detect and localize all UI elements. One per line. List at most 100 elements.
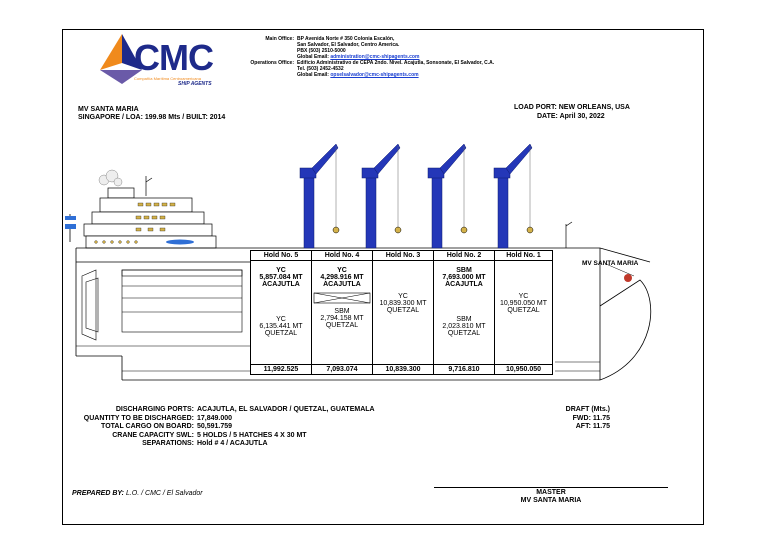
hold-3-cell: YC 10,839.300 MT QUETZAL bbox=[372, 260, 434, 365]
cargo-grade: SBM bbox=[456, 316, 472, 323]
hold-2-cell: SBM 7,693.000 MT ACAJUTLA SBM 2,023.810 … bbox=[433, 260, 495, 365]
date-label: DATE: bbox=[537, 113, 558, 120]
holds-header-row: Hold No. 5 Hold No. 4 Hold No. 3 Hold No… bbox=[250, 250, 553, 261]
cargo-grade: YC bbox=[337, 267, 347, 274]
cargo-grade: YC bbox=[276, 267, 286, 274]
hold-header: Hold No. 3 bbox=[372, 250, 434, 261]
draft-fwd-value: 11.75 bbox=[592, 414, 610, 422]
cargo-qty: 7,693.000 MT bbox=[442, 274, 486, 281]
cargo-port: ACAJUTLA bbox=[262, 281, 300, 288]
hold-total: 10,950.050 bbox=[494, 364, 553, 375]
logo-subtitle: Compañía Marítima Centroamericana bbox=[134, 76, 201, 81]
summary-row: TOTAL CARGO ON BOARD:50,591.759 bbox=[62, 423, 482, 432]
date-value: April 30, 2022 bbox=[559, 113, 605, 120]
hold-total: 7,093.074 bbox=[311, 364, 373, 375]
draft-fwd-label: FWD: bbox=[572, 414, 591, 422]
date-line: DATE: April 30, 2022 bbox=[537, 113, 605, 120]
summary-label: CRANE CAPACITY SWL: bbox=[112, 431, 194, 439]
operations-office-line: Edificio Administrativo de CEPA 2ndo. Ni… bbox=[297, 60, 495, 66]
summary-row: QUANTITY TO BE DISCHARGED:17,849.000 bbox=[62, 415, 482, 424]
hold-header: Hold No. 4 bbox=[311, 250, 373, 261]
hold-header: Hold No. 5 bbox=[250, 250, 312, 261]
separation-icon bbox=[313, 292, 371, 304]
cargo-port: QUETZAL bbox=[264, 330, 298, 337]
draft-aft-value: 11.75 bbox=[592, 423, 610, 430]
cargo-port: QUETZAL bbox=[507, 307, 540, 314]
cargo-qty: 2,023.810 MT bbox=[442, 323, 486, 330]
load-port-value: NEW ORLEANS, USA bbox=[558, 104, 630, 111]
cargo-qty: 4,298.916 MT bbox=[320, 274, 364, 281]
hold-1-cell: YC 10,950.050 MT QUETZAL bbox=[494, 260, 553, 365]
cargo-port: QUETZAL bbox=[386, 307, 420, 314]
holds-table: Hold No. 5 Hold No. 4 Hold No. 3 Hold No… bbox=[250, 250, 553, 375]
cargo-qty: 5,857.084 MT bbox=[259, 274, 303, 281]
cargo-port: QUETZAL bbox=[447, 330, 481, 337]
holds-cargo-row: YC 5,857.084 MT ACAJUTLA YC 6,135.441 MT… bbox=[250, 260, 553, 365]
summary-label: TOTAL CARGO ON BOARD: bbox=[101, 423, 194, 430]
operations-office-line: Tel. (503) 2452-4532 bbox=[297, 66, 344, 72]
cargo-grade: YC bbox=[398, 293, 408, 300]
hold-4-cell: YC 4,298.916 MT ACAJUTLA SBM 2,794.158 M… bbox=[311, 260, 373, 365]
summary-row: DISCHARGING PORTS:ACAJUTLA, EL SALVADOR … bbox=[62, 406, 482, 415]
cargo-grade: YC bbox=[276, 316, 286, 323]
company-logo: CMC Compañía Marítima Centroamericana SH… bbox=[94, 32, 224, 90]
vessel-name: MV SANTA MARIA bbox=[78, 106, 139, 113]
cranes bbox=[299, 143, 534, 249]
crane-icon bbox=[493, 143, 534, 249]
cargo-port: QUETZAL bbox=[325, 322, 359, 329]
hold-5-cell: YC 5,857.084 MT ACAJUTLA YC 6,135.441 MT… bbox=[250, 260, 312, 365]
cargo-port: ACAJUTLA bbox=[323, 281, 361, 288]
hold-header: Hold No. 1 bbox=[494, 250, 553, 261]
operations-office-email-link[interactable]: opselsalvador@cmc-shipagents.com bbox=[330, 72, 419, 78]
prepared-by-value: L.O. / CMC / El Salvador bbox=[125, 490, 203, 497]
operations-office-label: Operations Office: bbox=[250, 60, 294, 66]
load-port-line: LOAD PORT: NEW ORLEANS, USA bbox=[514, 104, 630, 111]
prepared-by: PREPARED BY: L.O. / CMC / El Salvador bbox=[72, 490, 203, 497]
crane-icon bbox=[299, 143, 340, 249]
cargo-grade: SBM bbox=[334, 308, 350, 315]
main-office-line: San Salvador, El Salvador, Centro Americ… bbox=[297, 42, 400, 48]
cargo-qty: 10,839.300 MT bbox=[379, 300, 427, 307]
summary-label: DISCHARGING PORTS: bbox=[115, 406, 194, 413]
summary-value: ACAJUTLA, EL SALVADOR / QUETZAL, GUATEMA… bbox=[197, 406, 375, 413]
signature-line bbox=[434, 487, 668, 488]
master-label: MASTER bbox=[536, 489, 566, 496]
load-port-label: LOAD PORT: bbox=[514, 104, 557, 111]
main-office-label: Main Office: bbox=[265, 36, 294, 42]
draft-block: DRAFT (Mts.) FWD: 11.75 AFT: 11.75 bbox=[520, 406, 610, 432]
cargo-port: ACAJUTLA bbox=[445, 281, 483, 288]
hold-header: Hold No. 2 bbox=[433, 250, 495, 261]
page-frame bbox=[62, 29, 704, 525]
summary-label: SEPARATIONS: bbox=[142, 440, 194, 447]
summary-row: CRANE CAPACITY SWL:5 HOLDS / 5 HATCHES 4… bbox=[62, 432, 482, 441]
summary-value: 5 HOLDS / 5 HATCHES 4 X 30 MT bbox=[197, 431, 307, 439]
cargo-qty: 6,135.441 MT bbox=[259, 323, 303, 330]
hold-total: 10,839.300 bbox=[372, 364, 434, 375]
cargo-qty: 10,950.050 MT bbox=[499, 300, 548, 307]
master-vessel: MV SANTA MARIA bbox=[520, 497, 582, 504]
summary-label: QUANTITY TO BE DISCHARGED: bbox=[83, 414, 194, 422]
hold-total: 9,716.810 bbox=[433, 364, 495, 375]
main-office-line: Global Email: bbox=[297, 54, 331, 60]
operations-office-line: Global Email: bbox=[297, 72, 331, 78]
summary-value: Hold # 4 / ACAJUTLA bbox=[197, 440, 268, 447]
office-block: Main Office:BP Avenida Norte # 350 Colon… bbox=[228, 36, 548, 78]
summary-value: 17,849.000 bbox=[197, 414, 233, 422]
hold-total: 11,992.525 bbox=[250, 364, 312, 375]
holds-totals-row: 11,992.525 7,093.074 10,839.300 9,716.81… bbox=[250, 364, 553, 375]
summary-row: SEPARATIONS:Hold # 4 / ACAJUTLA bbox=[62, 440, 482, 449]
cargo-qty: 2,794.158 MT bbox=[320, 315, 364, 322]
main-office-line: BP Avenida Norte # 350 Colonia Escalón, bbox=[297, 36, 395, 42]
logo-text: CMC bbox=[134, 37, 214, 78]
bow-vessel-name: MV SANTA MARIA bbox=[582, 260, 639, 267]
prepared-by-label: PREPARED BY: bbox=[72, 490, 124, 497]
vessel-details: SINGAPORE / LOA: 199.98 Mts / BUILT: 201… bbox=[78, 114, 226, 121]
cargo-grade: SBM bbox=[456, 267, 472, 274]
main-office-email-link[interactable]: administration@cmc-shipagents.com bbox=[330, 54, 420, 60]
cargo-grade: YC bbox=[518, 293, 529, 300]
draft-aft-label: AFT: bbox=[575, 423, 591, 430]
summary-value: 50,591.759 bbox=[197, 423, 233, 430]
crane-icon bbox=[361, 143, 402, 249]
logo-tagline: SHIP AGENTS bbox=[178, 81, 212, 87]
crane-icon bbox=[427, 143, 468, 249]
